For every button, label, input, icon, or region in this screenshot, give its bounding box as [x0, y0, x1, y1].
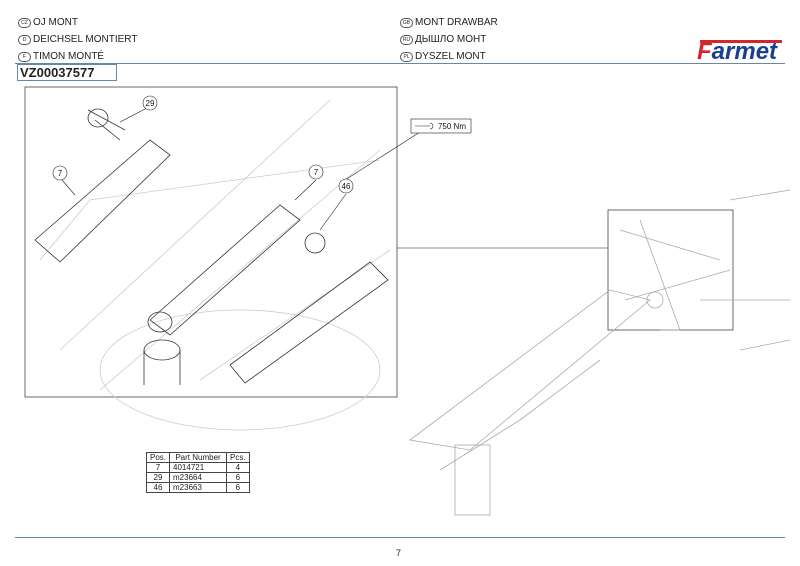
header-rule — [15, 63, 785, 64]
callout-46: 46 — [342, 182, 351, 191]
assembly-code: VZ00037577 — [17, 64, 117, 81]
farmet-logo: Farmet — [697, 38, 778, 65]
detail-source-frame — [607, 209, 734, 331]
link-plate — [34, 108, 389, 385]
detail-frame — [24, 86, 398, 398]
logo-bar — [700, 40, 782, 43]
torque-label: 750 Nm — [438, 122, 466, 131]
callout-29: 29 — [146, 99, 155, 108]
page-number: 7 — [396, 548, 402, 558]
callout-7b: 7 — [314, 168, 319, 177]
footer-rule — [15, 537, 785, 538]
callout-7a: 7 — [58, 169, 63, 178]
